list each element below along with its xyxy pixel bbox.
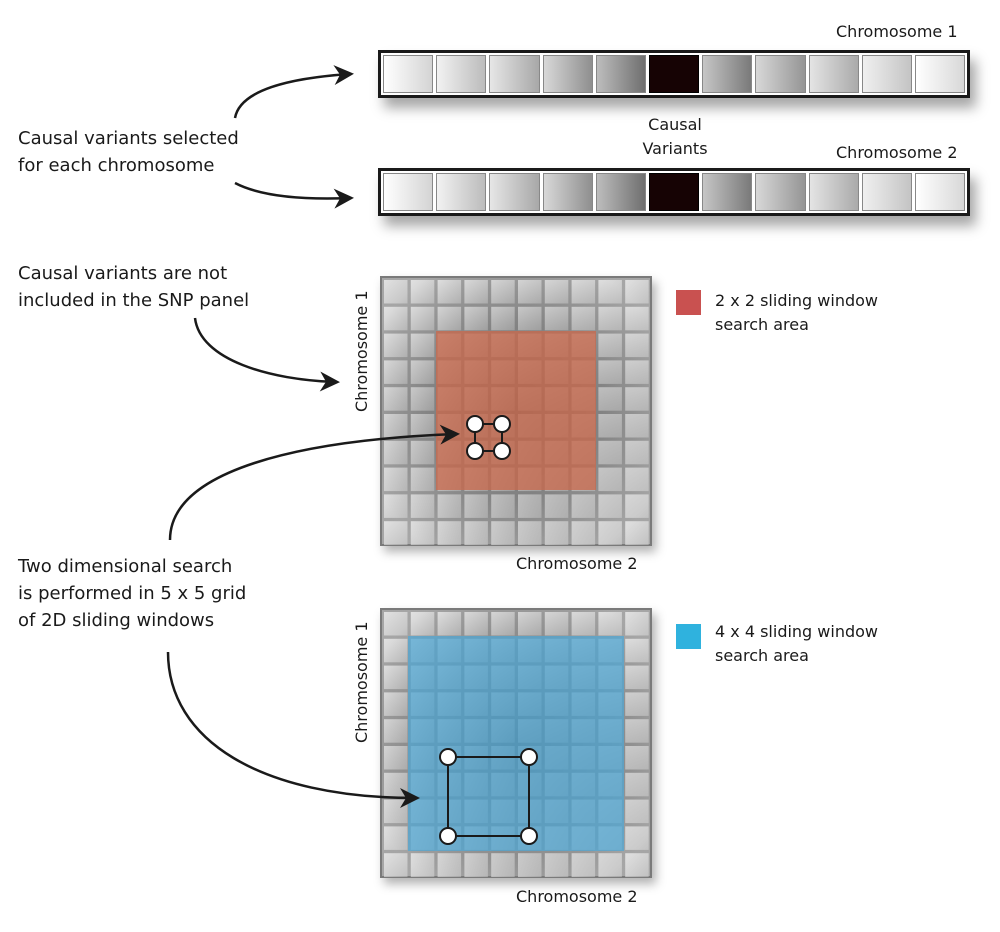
grid-2-node: [520, 748, 538, 766]
snp-cell: [542, 55, 593, 93]
snp-cell: [595, 55, 646, 93]
causal-variant-cell: [648, 55, 700, 93]
snp-cell: [436, 55, 487, 93]
arrows: [166, 65, 460, 808]
legend-swatch-blue: [676, 624, 701, 649]
not-included-line-2: included in the SNP panel: [18, 290, 250, 311]
two-dim-line-2: is performed in 5 x 5 grid: [18, 583, 247, 604]
legend-blue-line-1: 4 x 4 sliding window: [715, 622, 878, 641]
two-dim-line-1: Two dimensional search: [18, 556, 233, 577]
arrow-to-window-2x2: [168, 424, 460, 541]
legend-swatch-red: [676, 290, 701, 315]
snp-cell: [383, 55, 434, 93]
arrow-to-chromosome-1: [233, 65, 354, 119]
grid-1-node: [466, 415, 484, 433]
grid-2-x-label: Chromosome 2: [516, 887, 638, 906]
snp-cell: [808, 173, 859, 211]
grid-2: [380, 608, 652, 878]
causal-selected-text: Causal variants selected for each chromo…: [18, 125, 239, 179]
snp-cell: [755, 55, 806, 93]
snp-cell: [489, 173, 540, 211]
grid-1-window-box: [474, 423, 503, 452]
snp-cell: [861, 55, 912, 93]
legend-blue-text: 4 x 4 sliding window search area: [715, 620, 878, 668]
two-dim-line-3: of 2D sliding windows: [18, 610, 215, 631]
chromosome-2-label: Chromosome 2: [836, 143, 958, 162]
grid-2-node: [439, 827, 457, 845]
causal-variant-cell: [648, 173, 700, 211]
causal-selected-line-1: Causal variants selected: [18, 128, 239, 149]
not-included-line-1: Causal variants are not: [18, 263, 228, 284]
snp-cell: [914, 173, 966, 211]
grid-1-node: [493, 442, 511, 460]
legend-blue-line-2: search area: [715, 646, 809, 665]
chromosome-1-label: Chromosome 1: [836, 22, 958, 41]
grid-1-node: [493, 415, 511, 433]
grid-1-sliding-window: [466, 415, 511, 460]
snp-cell: [702, 173, 753, 211]
chromosome-1-bar: [378, 50, 970, 98]
grid-2-node: [439, 748, 457, 766]
grid-2-window-box: [447, 756, 530, 837]
legend-red-line-1: 2 x 2 sliding window: [715, 291, 878, 310]
arrow-to-window-4x4: [166, 651, 420, 808]
snp-cell: [755, 173, 806, 211]
legend-red-text: 2 x 2 sliding window search area: [715, 289, 878, 337]
snp-cell: [383, 173, 434, 211]
snp-cell: [436, 173, 487, 211]
snp-cell: [808, 55, 859, 93]
snp-cell: [489, 55, 540, 93]
grid-2-window-area: [408, 636, 624, 851]
not-included-text: Causal variants are not included in the …: [18, 260, 249, 314]
legend-red-line-2: search area: [715, 315, 809, 334]
grid-2-node: [520, 827, 538, 845]
grid-1-node: [466, 442, 484, 460]
arrow-to-grid-1: [193, 317, 340, 392]
grid-1: [380, 276, 652, 546]
arrow-to-chromosome-2: [234, 181, 354, 209]
snp-cell: [914, 55, 966, 93]
causal-selected-line-2: for each chromosome: [18, 155, 215, 176]
chromosome-2-bar: [378, 168, 970, 216]
causal-variants-label: Causal Variants: [615, 113, 735, 161]
grid-2-sliding-window: [439, 748, 538, 845]
grid-1-x-label: Chromosome 2: [516, 554, 638, 573]
snp-cell: [595, 173, 646, 211]
snp-cell: [861, 173, 912, 211]
two-dim-search-text: Two dimensional search is performed in 5…: [18, 553, 246, 634]
snp-cell: [542, 173, 593, 211]
grid-1-window-area: [436, 331, 596, 490]
causal-label-line-2: Variants: [642, 139, 708, 158]
snp-cell: [702, 55, 753, 93]
causal-label-line-1: Causal: [648, 115, 702, 134]
